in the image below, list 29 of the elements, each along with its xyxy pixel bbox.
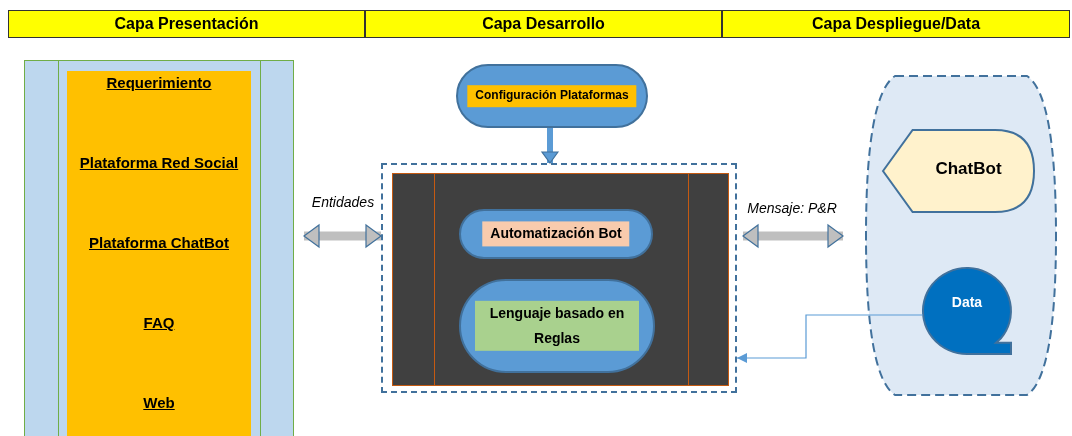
list-item: Plataforma ChatBot	[88, 234, 230, 251]
block-arrow	[303, 224, 382, 248]
block-arrow	[541, 128, 559, 164]
node-label: ChatBot	[934, 159, 1003, 179]
layer-header	[8, 10, 365, 38]
deployment-container	[865, 75, 1057, 396]
header-label: Capa Despliegue/Data	[810, 15, 982, 33]
list-item: Web	[142, 394, 176, 411]
list-item: Plataforma Red Social	[78, 154, 240, 171]
presentation-panel	[24, 60, 294, 436]
layer-header	[365, 10, 722, 38]
node-label: Lenguaje basado en Reglas	[475, 300, 639, 352]
header-label: Capa Desarrollo	[481, 15, 606, 33]
list-item: FAQ	[142, 314, 176, 331]
layer-header	[722, 10, 1070, 38]
block-arrow	[742, 224, 844, 248]
header-label: Capa Presentación	[113, 15, 260, 33]
node-label: Configuración Plataformas	[467, 85, 637, 107]
node-label: Automatización Bot	[482, 221, 630, 247]
edge-label: Entidades	[309, 194, 377, 210]
node-label: Data	[950, 294, 984, 310]
process-pill	[459, 209, 653, 259]
connector-arrow	[736, 314, 924, 363]
requirements-box	[67, 71, 251, 436]
edge-label: Mensaje: P&R	[745, 200, 839, 216]
process-pill	[456, 64, 648, 128]
list-item: Requerimiento	[105, 74, 213, 91]
storage-bubble	[923, 268, 1011, 354]
display-shape	[882, 129, 1035, 213]
